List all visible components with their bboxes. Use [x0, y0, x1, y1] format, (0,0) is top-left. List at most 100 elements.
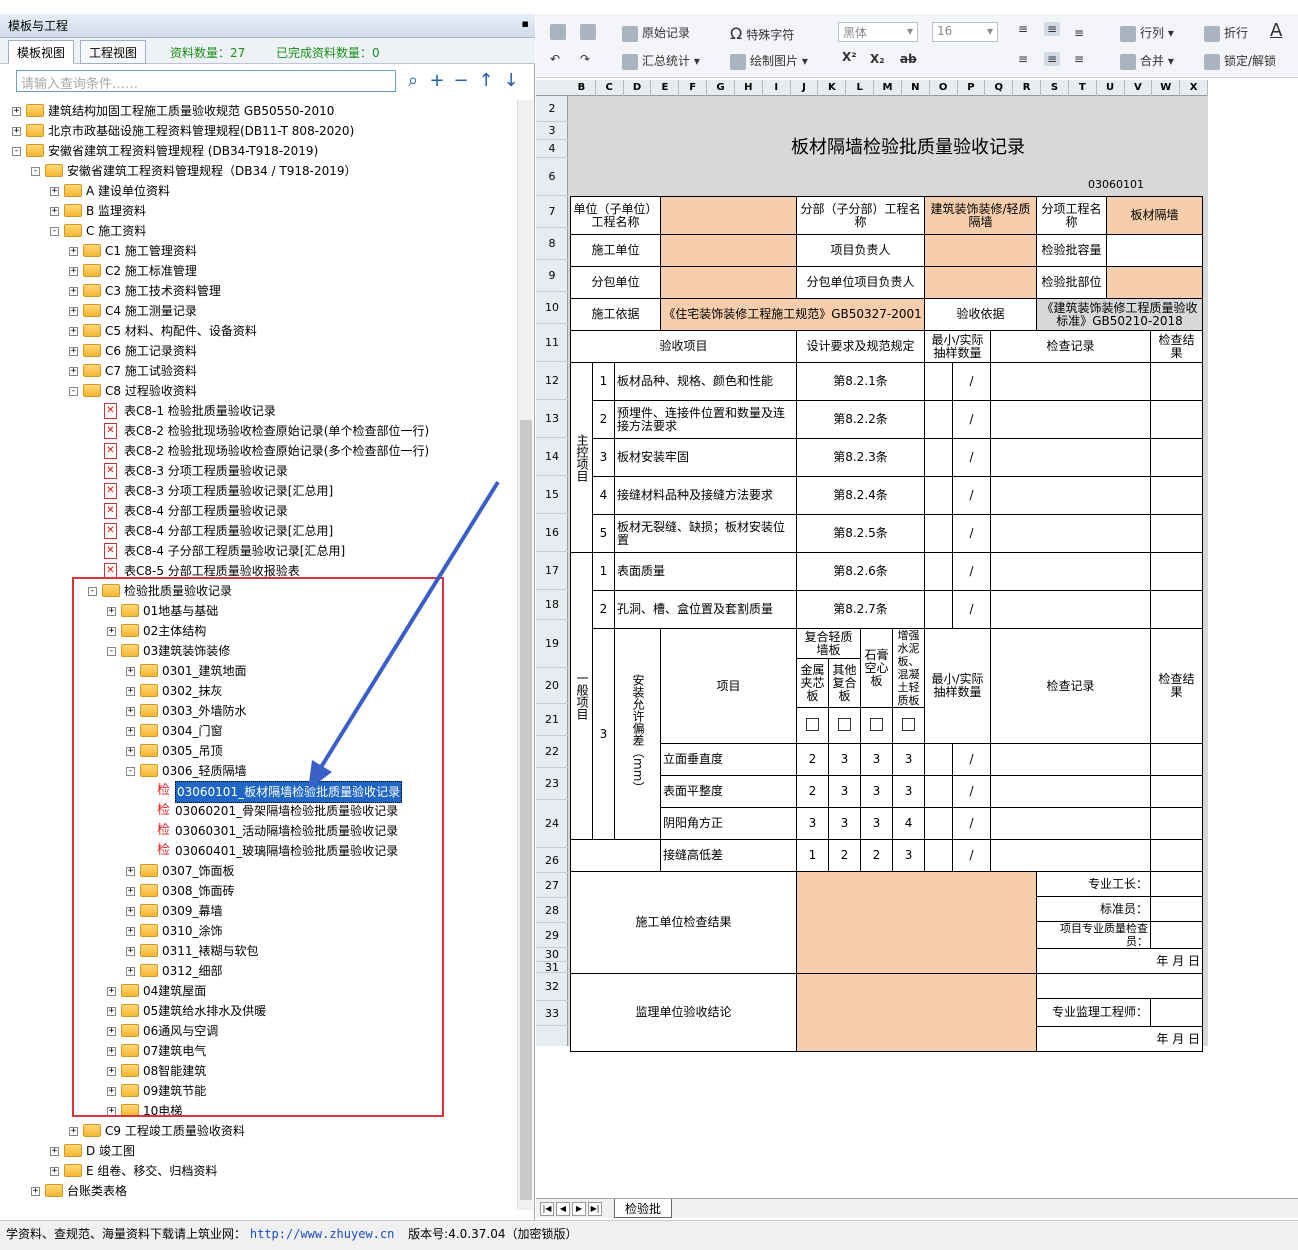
- align-middle-icon[interactable]: ≡: [1044, 22, 1061, 36]
- sample-slash[interactable]: /: [952, 514, 992, 553]
- move-up-icon[interactable]: ↑: [478, 70, 494, 91]
- tree-node[interactable]: +0312_细部: [0, 961, 517, 981]
- wrap-button[interactable]: 折行: [1204, 24, 1248, 42]
- tree-node[interactable]: +05建筑给水排水及供暖: [0, 1001, 517, 1021]
- tree-node[interactable]: +0307_饰面板: [0, 861, 517, 881]
- column-header-cell[interactable]: T: [1069, 80, 1097, 96]
- row-header-cell[interactable]: 30: [536, 948, 568, 962]
- constructor-cell[interactable]: [660, 234, 797, 267]
- tree-scrollbar[interactable]: [517, 100, 533, 1210]
- row-header-cell[interactable]: 2: [536, 96, 568, 122]
- column-header-cell[interactable]: U: [1097, 80, 1125, 96]
- row-header-cell[interactable]: 27: [536, 873, 568, 898]
- align-left-icon[interactable]: ≡: [1018, 52, 1029, 66]
- original-record-button[interactable]: 原始记录: [622, 24, 690, 42]
- row-header-cell[interactable]: 4: [536, 140, 568, 158]
- expand-icon[interactable]: +: [126, 926, 135, 936]
- add-icon[interactable]: +: [429, 70, 445, 91]
- column-header-cell[interactable]: O: [930, 80, 958, 96]
- tree-node[interactable]: -0306_轻质隔墙: [0, 761, 517, 781]
- expand-icon[interactable]: +: [107, 1106, 116, 1116]
- expand-icon[interactable]: +: [126, 886, 135, 896]
- scrollbar-thumb[interactable]: [520, 420, 532, 1200]
- tree-node[interactable]: +0311_裱糊与软包: [0, 941, 517, 961]
- tree-node[interactable]: +C6 施工记录资料: [0, 341, 517, 361]
- sample-min[interactable]: [924, 807, 954, 840]
- tab-template-view[interactable]: 模板视图: [8, 40, 75, 64]
- column-header-cell[interactable]: B: [568, 80, 596, 96]
- foreman-cell[interactable]: [1150, 871, 1204, 897]
- sample-min[interactable]: [924, 438, 954, 477]
- expand-icon[interactable]: +: [126, 966, 135, 976]
- move-down-icon[interactable]: ↓: [503, 70, 519, 91]
- strikethrough-button[interactable]: ab: [900, 52, 917, 66]
- expand-icon[interactable]: +: [69, 286, 78, 296]
- column-header-cell[interactable]: W: [1152, 80, 1181, 96]
- collapse-icon[interactable]: -: [31, 166, 40, 176]
- sample-min[interactable]: [924, 362, 954, 401]
- tree-node[interactable]: +B 监理资料: [0, 201, 517, 221]
- qc-cell[interactable]: [1150, 921, 1204, 949]
- column-header-cell[interactable]: H: [735, 80, 763, 96]
- con-date[interactable]: 年 月 日: [1036, 948, 1204, 974]
- remove-icon[interactable]: −: [453, 70, 469, 91]
- collapse-icon[interactable]: -: [69, 386, 78, 396]
- expand-icon[interactable]: +: [50, 206, 59, 216]
- tree-node[interactable]: +0308_饰面砖: [0, 881, 517, 901]
- tree-node[interactable]: ✕表C8-3 分项工程质量验收记录: [0, 461, 517, 481]
- expand-icon[interactable]: +: [126, 946, 135, 956]
- tree-node[interactable]: +02主体结构: [0, 621, 517, 641]
- sample-min[interactable]: [924, 590, 954, 629]
- row-header-cell[interactable]: 33: [536, 1001, 568, 1026]
- tree-node[interactable]: +0304_门窗: [0, 721, 517, 741]
- tree-node[interactable]: +0301_建筑地面: [0, 661, 517, 681]
- row-header-cell[interactable]: 8: [536, 228, 568, 260]
- row-header-cell[interactable]: 31: [536, 962, 568, 973]
- collapse-icon[interactable]: -: [107, 646, 116, 656]
- expand-icon[interactable]: +: [107, 606, 116, 616]
- row-header-cell[interactable]: 6: [536, 158, 568, 196]
- expand-icon[interactable]: +: [126, 726, 135, 736]
- checkbox-cement[interactable]: [891, 707, 926, 744]
- sheet-tab-inspection[interactable]: 检验批: [614, 1199, 673, 1218]
- sample-slash[interactable]: /: [952, 400, 992, 439]
- align-top-icon[interactable]: ≡: [1018, 22, 1029, 36]
- superscript-button[interactable]: X²: [842, 50, 857, 64]
- expand-icon[interactable]: +: [126, 906, 135, 916]
- tree-node[interactable]: -安徽省建筑工程资料管理规程 (DB34-T918-2019): [0, 141, 517, 161]
- lock-button[interactable]: 锁定/解锁: [1204, 52, 1276, 70]
- tree-node[interactable]: -C 施工资料: [0, 221, 517, 241]
- expand-icon[interactable]: +: [69, 306, 78, 316]
- check-result-cell[interactable]: [1150, 514, 1204, 553]
- expand-icon[interactable]: +: [126, 706, 135, 716]
- column-header-cell[interactable]: P: [958, 80, 986, 96]
- subscript-button[interactable]: X₂: [870, 52, 885, 66]
- undo-icon[interactable]: ↶: [550, 52, 561, 66]
- check-record-cell[interactable]: [990, 590, 1152, 629]
- column-header-cell[interactable]: C: [596, 80, 624, 96]
- check-result-cell[interactable]: [1150, 438, 1204, 477]
- check-record-cell[interactable]: [990, 362, 1152, 401]
- redo-icon[interactable]: ↷: [580, 52, 591, 66]
- expand-icon[interactable]: +: [31, 1186, 40, 1196]
- tree-node[interactable]: -C8 过程验收资料: [0, 381, 517, 401]
- draw-image-button[interactable]: 绘制图片 ▾: [730, 52, 808, 70]
- check-record-cell[interactable]: [990, 476, 1152, 515]
- row-header-cell[interactable]: 24: [536, 800, 568, 848]
- tree-node[interactable]: ✕表C8-3 分项工程质量验收记录[汇总用]: [0, 481, 517, 501]
- check-record-cell[interactable]: [990, 839, 1152, 872]
- expand-icon[interactable]: +: [107, 1046, 116, 1056]
- tree-node[interactable]: +0303_外墙防水: [0, 701, 517, 721]
- check-record-cell[interactable]: [990, 552, 1152, 591]
- sample-slash[interactable]: /: [952, 807, 992, 840]
- expand-icon[interactable]: +: [107, 986, 116, 996]
- column-header-cell[interactable]: E: [651, 80, 680, 96]
- summary-stats-button[interactable]: 汇总统计 ▾: [622, 52, 700, 70]
- align-center-icon[interactable]: ≡: [1044, 52, 1061, 66]
- row-header-cell[interactable]: 22: [536, 736, 568, 768]
- tree-node[interactable]: +06通风与空调: [0, 1021, 517, 1041]
- tree-node[interactable]: ✕表C8-4 子分部工程质量验收记录[汇总用]: [0, 541, 517, 561]
- div-name-value[interactable]: 建筑装饰装修/轻质隔墙: [924, 196, 1038, 235]
- lot-part-cell[interactable]: [1106, 266, 1204, 299]
